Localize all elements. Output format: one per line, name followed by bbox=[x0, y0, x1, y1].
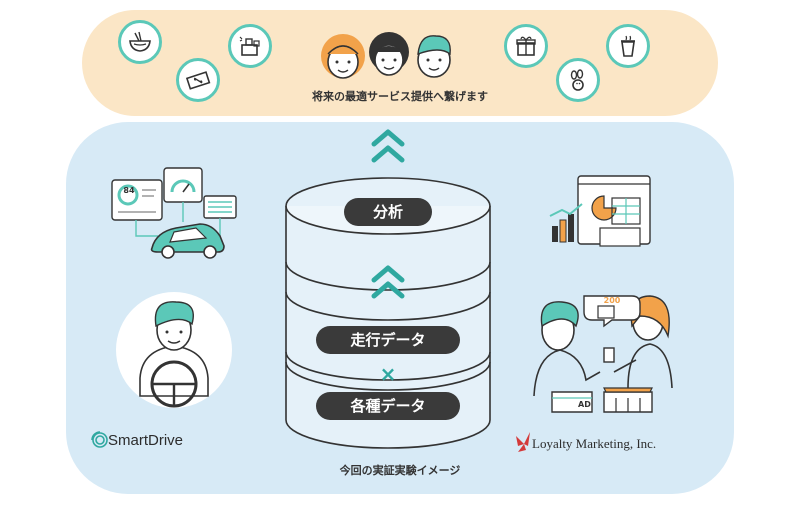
bottom-caption: 今回の実証実験イメージ bbox=[339, 464, 461, 477]
analysis-label: 分析 bbox=[344, 198, 432, 226]
driving-data-label: 走行データ bbox=[316, 326, 460, 354]
bubble-value: 200 bbox=[603, 296, 621, 305]
top-caption: 将来の最適サービス提供へ繋げます bbox=[312, 90, 488, 103]
shopping-goods-icon bbox=[228, 24, 272, 68]
cross-symbol: × bbox=[379, 362, 397, 386]
various-data-label: 各種データ bbox=[316, 392, 460, 420]
coffee-cup-icon bbox=[606, 24, 650, 68]
loyalty-marketing-brand: Loyalty Marketing, Inc. bbox=[532, 436, 657, 451]
gift-box-icon bbox=[504, 24, 548, 68]
bowling-pins-icon bbox=[556, 58, 600, 102]
smartdrive-brand: SmartDrive bbox=[108, 432, 184, 449]
ramen-bowl-icon bbox=[118, 20, 162, 64]
sign-text: AD bbox=[578, 400, 591, 409]
coupon-ticket-icon bbox=[176, 58, 220, 102]
gauge-value: 84 bbox=[123, 186, 135, 195]
